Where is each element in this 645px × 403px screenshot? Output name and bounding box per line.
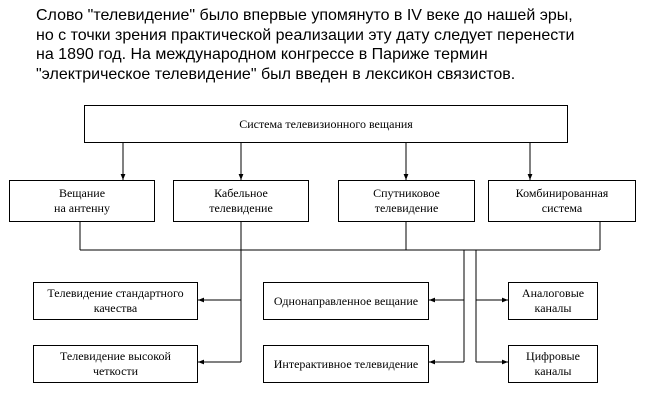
node-label: Интерактивное телевидение (273, 356, 419, 371)
node-interactive-tv: Интерактивное телевидение (263, 345, 429, 383)
node-label: система (541, 201, 583, 215)
node-label: Вещание (58, 186, 106, 200)
node-label: телевидение (209, 201, 273, 215)
intro-line: на 1890 год. На международном конгрессе … (36, 46, 488, 63)
node-label: Комбинированная (515, 186, 609, 200)
intro-line: "электрическое телевидение" был введен в… (36, 65, 516, 83)
node-label: Телевидение высокой (60, 349, 171, 363)
node-label: Телевидение стандартного (47, 286, 184, 300)
node-label: Аналоговые (521, 286, 585, 300)
node-label: на антенну (54, 201, 110, 215)
node-label: каналы (534, 301, 572, 315)
node-label: Однонаправленное вещание (273, 293, 419, 308)
node-label: телевидение (374, 201, 439, 215)
root-label: Система телевизионного вещания (239, 116, 413, 131)
node-label: Спутниковое (373, 186, 440, 200)
node-label: четкости (92, 364, 139, 378)
node-label: Цифровые (526, 349, 580, 363)
node-label: качества (93, 301, 138, 315)
node-label: каналы (534, 364, 572, 378)
intro-line: но с точки зрения практической реализаци… (36, 26, 575, 44)
intro-line: Слово "телевидение" было впервые упомяну… (36, 7, 573, 24)
intro-paragraph: Слово "телевидение" было впервые упомяну… (36, 6, 636, 84)
node-one-way-broadcast: Однонаправленное вещание (263, 282, 429, 320)
node-label: Кабельное (214, 186, 268, 200)
root-node: Система телевизионного вещания (84, 105, 568, 143)
